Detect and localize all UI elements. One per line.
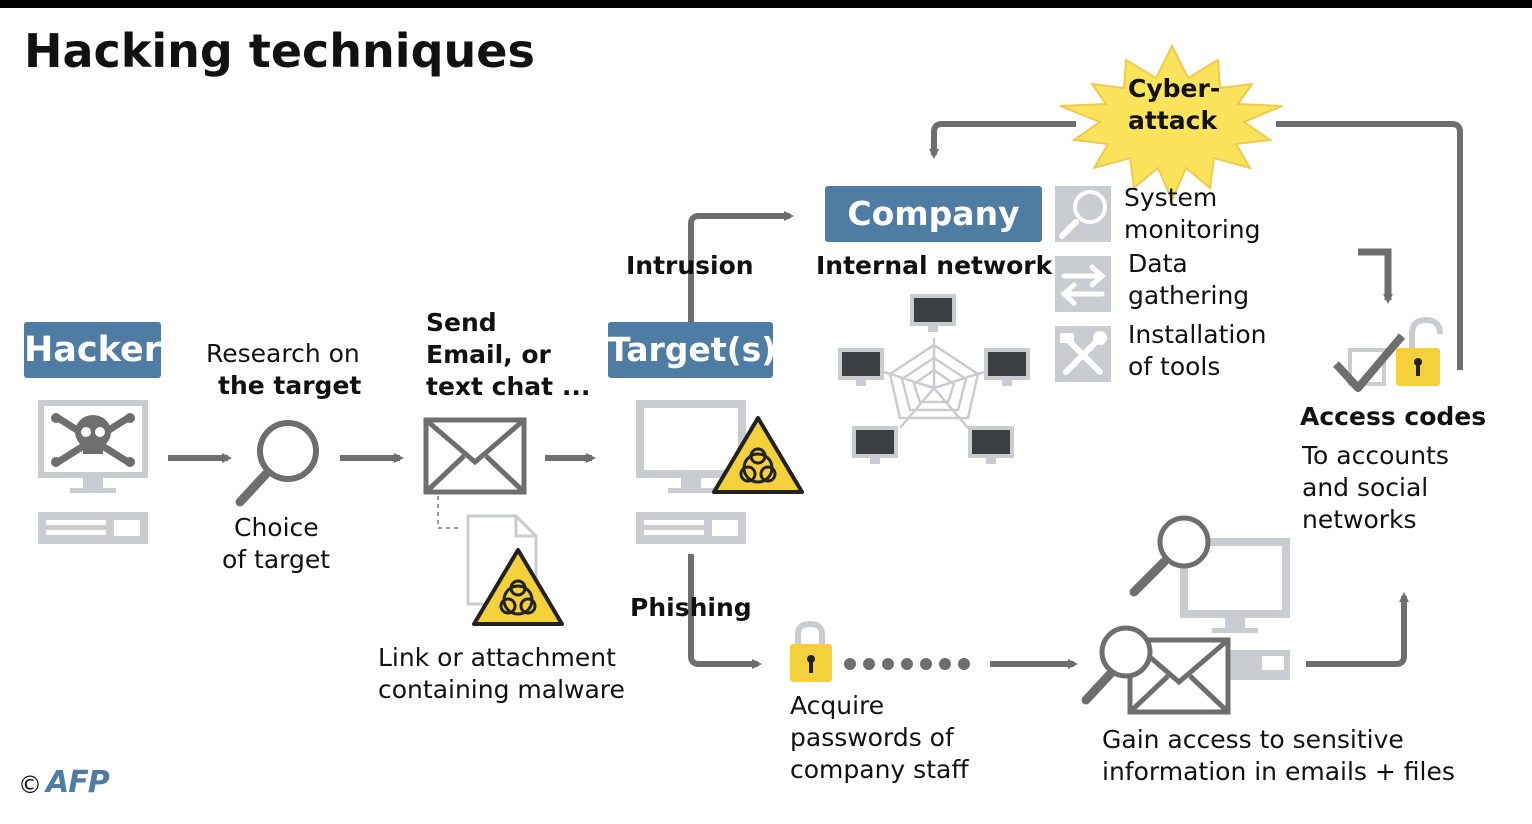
system-monitoring-icon (1055, 186, 1111, 242)
magnifier-icon (235, 420, 319, 507)
research-line2: the target (218, 371, 362, 400)
action-monitoring-line2: monitoring (1124, 215, 1261, 244)
dotted-connector (437, 496, 462, 529)
spider-web-icon (883, 338, 985, 429)
send-line2: Email, or (426, 340, 551, 369)
send-line1: Send (426, 308, 497, 337)
intrusion-arrow (688, 211, 794, 320)
passwords-line1: Acquire (790, 691, 885, 720)
action-gathering-line2: gathering (1128, 281, 1250, 310)
checkbox-checked-icon (1333, 333, 1406, 392)
action-tools-line1: Installation (1128, 320, 1267, 349)
access-line2: and social (1302, 473, 1429, 502)
copyright-symbol: © (18, 771, 42, 799)
envelope-icon (423, 417, 527, 495)
malware-line2: containing malware (378, 675, 625, 704)
cyberattack-line1: Cyber- (1128, 74, 1221, 103)
intrusion-label: Intrusion (626, 251, 754, 280)
email-magnifier-icon (1081, 625, 1153, 705)
top-rule (0, 0, 1532, 8)
network-computers-icon (838, 294, 1030, 464)
internal-network-label: Internal network (816, 251, 1053, 280)
afp-logo: AFP (46, 765, 110, 800)
sensitive-line2: information in emails + files (1102, 757, 1455, 786)
sensitive-magnifier-icon (1129, 515, 1211, 597)
page-title: Hacking techniques (24, 24, 535, 78)
sensitive-line1: Gain access to sensitive (1102, 725, 1404, 754)
access-line3: networks (1302, 505, 1417, 534)
action-gathering-line1: Data (1128, 249, 1188, 278)
arrow-sensitive-to-access (1306, 592, 1409, 667)
target-computer-icon (636, 400, 746, 544)
targets-tag: Target(s) (608, 322, 776, 378)
target-biohazard-warning-icon (712, 416, 804, 494)
hacker-tag: Hacker (24, 322, 161, 378)
phishing-label: Phishing (630, 593, 752, 622)
phishing-arrow (688, 554, 762, 669)
cyberattack-line2: attack (1128, 106, 1218, 135)
skull-crossbones-icon (51, 413, 135, 467)
data-gathering-icon (1055, 256, 1111, 312)
padlock-icon (790, 620, 832, 682)
open-padlock-icon (1396, 316, 1443, 386)
action-monitoring-line1: System (1124, 183, 1218, 212)
send-line3: text chat ... (426, 372, 591, 401)
choice-line1: Choice (234, 513, 319, 542)
password-dots-icon (844, 658, 970, 670)
cyberattack-burst (1059, 43, 1283, 203)
malware-line1: Link or attachment (378, 643, 616, 672)
access-line1: To accounts (1302, 441, 1449, 470)
company-tag: Company (825, 186, 1042, 242)
biohazard-warning-icon (472, 548, 564, 626)
choice-line2: of target (222, 545, 331, 574)
tools-icon (1055, 326, 1111, 382)
passwords-line2: passwords of (790, 723, 954, 752)
access-down-arrow (1358, 248, 1393, 304)
passwords-line3: company staff (790, 755, 969, 784)
research-line1: Research on (206, 339, 360, 368)
cyberattack-loop-arrow (929, 121, 1463, 370)
access-title: Access codes (1300, 402, 1487, 431)
action-tools-line2: of tools (1128, 352, 1221, 381)
